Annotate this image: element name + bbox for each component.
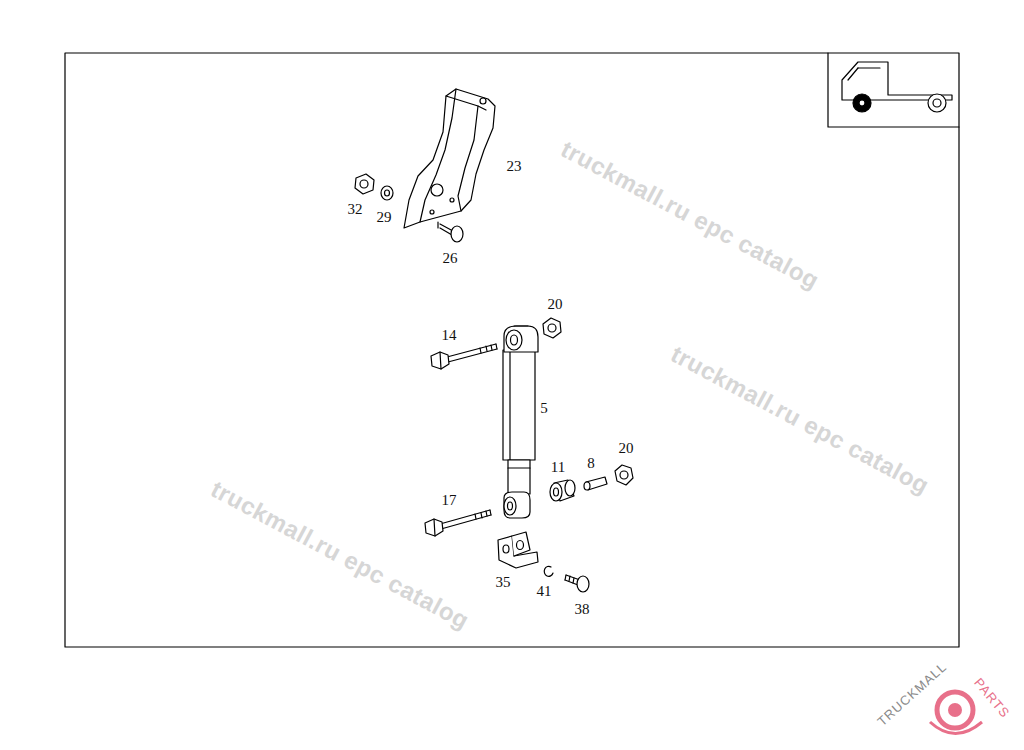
washer <box>381 186 393 200</box>
callout-number: 32 <box>348 202 363 217</box>
callout-number: 29 <box>377 210 392 225</box>
bolt <box>438 222 463 242</box>
callout-number: 17 <box>442 493 457 508</box>
bushing <box>550 480 575 501</box>
bolt <box>431 344 497 369</box>
callout-number: 20 <box>548 297 563 312</box>
callout-number: 14 <box>442 328 457 343</box>
callout-number: 41 <box>537 584 552 599</box>
nut <box>355 174 374 194</box>
bracket <box>404 89 495 228</box>
bolt <box>425 510 491 536</box>
nut <box>615 465 633 485</box>
callout-number: 38 <box>575 602 590 617</box>
logo-text: PARTS <box>972 676 1012 720</box>
shock-absorber <box>503 326 538 518</box>
callout-number: 26 <box>443 251 458 266</box>
bolt <box>565 575 589 592</box>
nut <box>543 318 561 338</box>
watermark: truckmall.ru epc catalog <box>557 137 823 293</box>
frame <box>65 53 959 647</box>
callout-number: 20 <box>619 441 634 456</box>
watermark: truckmall.ru epc catalog <box>667 342 933 498</box>
pin <box>584 477 607 490</box>
mounting-bracket <box>498 532 538 568</box>
callout-number: 8 <box>587 456 595 471</box>
callout-number: 5 <box>540 401 548 416</box>
truck-icon <box>828 53 959 127</box>
callout-number: 11 <box>551 460 565 475</box>
lock-washer <box>544 566 553 576</box>
watermark: truckmall.ru epc catalog <box>207 477 473 633</box>
callout-number: 35 <box>496 575 511 590</box>
callout-number: 23 <box>507 159 522 174</box>
logo-gear <box>930 692 982 734</box>
